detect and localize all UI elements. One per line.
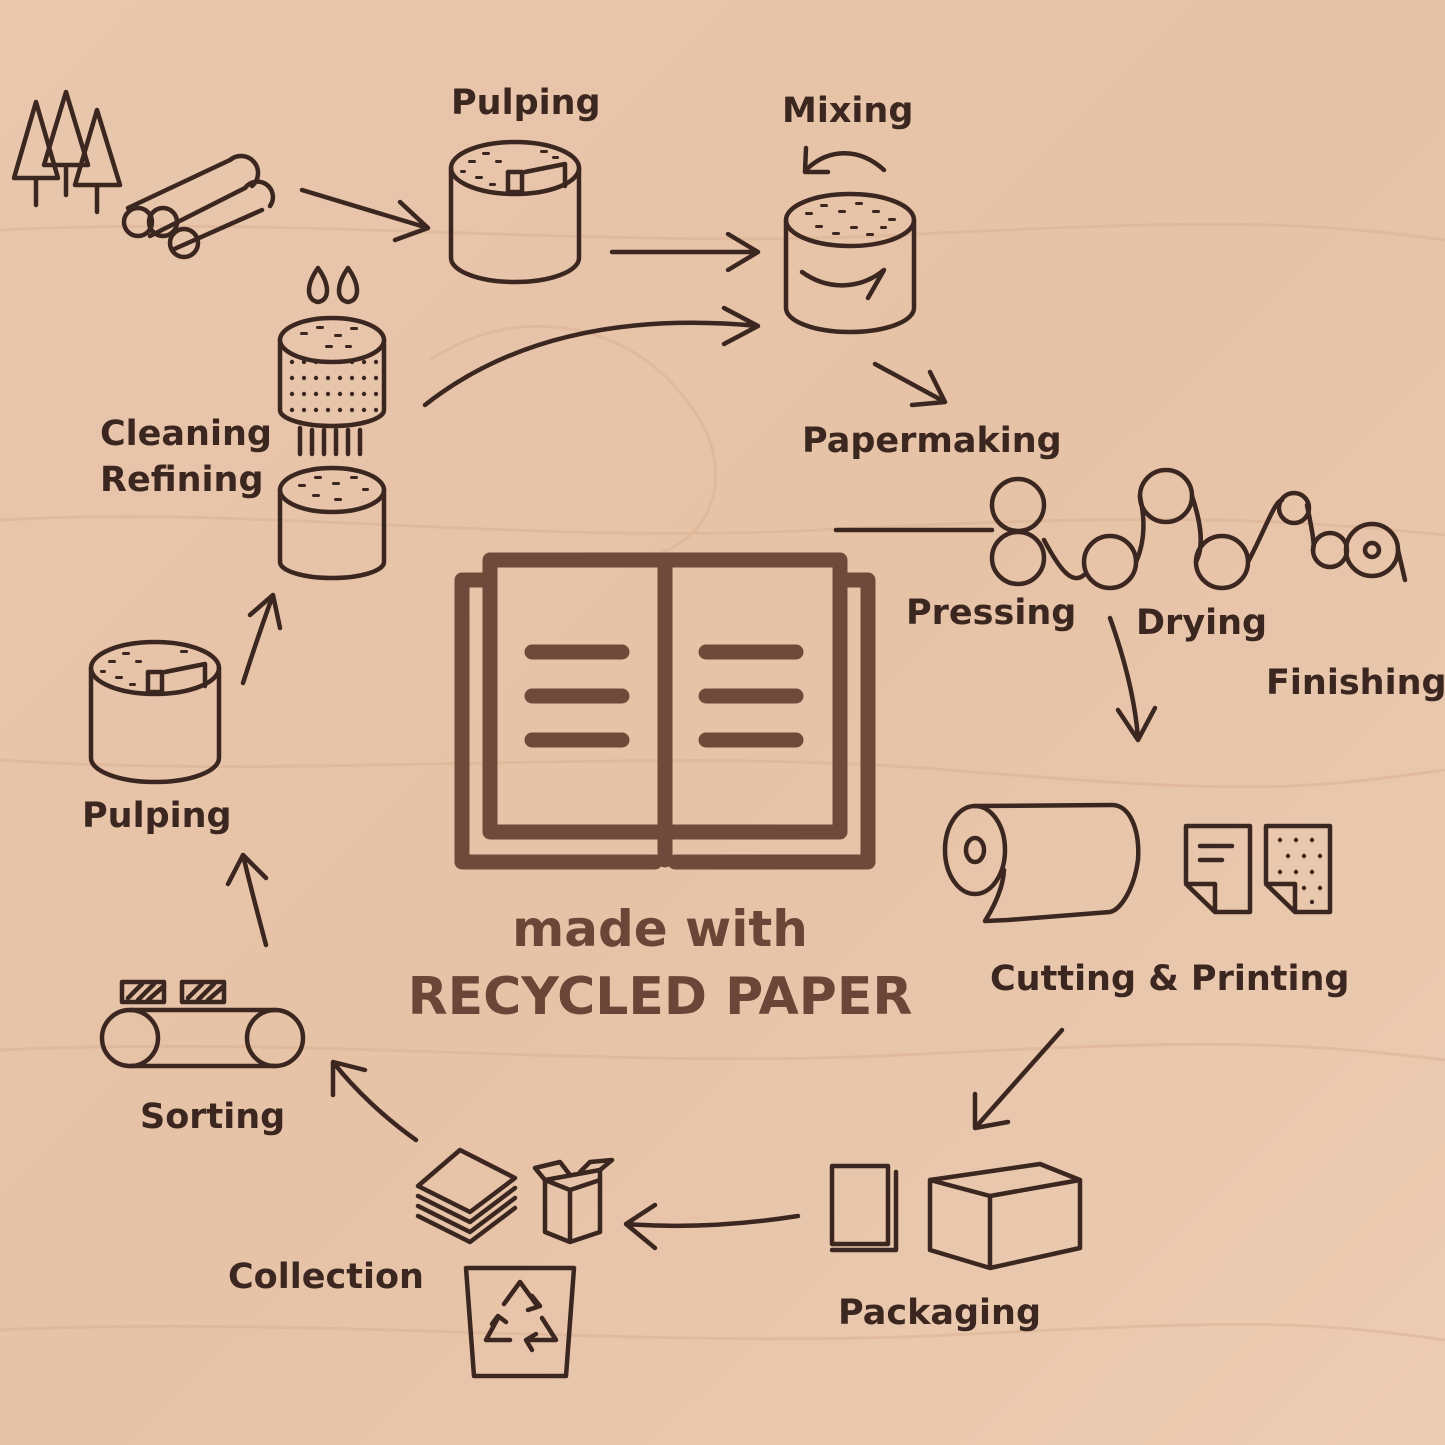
mixing-rotate-arrow xyxy=(802,145,887,175)
arrow-pulping-to-refining xyxy=(240,592,283,686)
trees-icon xyxy=(11,89,123,215)
mixing-vat-icon xyxy=(783,191,917,335)
label-pulping-left: Pulping xyxy=(82,796,232,836)
paper-stack-icon xyxy=(829,1163,899,1253)
open-box-icon xyxy=(532,1157,615,1245)
refining-vat-icon xyxy=(277,465,387,581)
paper-pile-icon xyxy=(415,1147,518,1245)
press-rollers-icon xyxy=(833,467,1408,591)
cleaning-vat-icon xyxy=(277,265,387,457)
label-refining: Refining xyxy=(100,460,264,500)
label-finishing: Finishing xyxy=(1266,663,1445,703)
tagline-line2: RECYCLED PAPER xyxy=(407,967,913,1027)
arrow-mixing-to-papermaking xyxy=(872,361,948,408)
label-pulping-top: Pulping xyxy=(451,83,601,123)
arrow-pulping-to-mixing xyxy=(609,231,761,273)
pulp-vat-left-icon xyxy=(88,639,222,785)
sheets-icon xyxy=(1183,823,1333,915)
arrow-packaging-to-collection xyxy=(623,1202,801,1251)
label-cleaning: Cleaning xyxy=(100,414,272,454)
arrow-sorting-to-pulping xyxy=(225,852,269,948)
logs-icon xyxy=(121,153,276,260)
pulp-vat-icon xyxy=(448,139,582,285)
flow-arrows xyxy=(225,145,1158,1251)
conveyor-icon xyxy=(99,979,306,1069)
box-icon xyxy=(927,1161,1083,1271)
label-cutting-printing: Cutting & Printing xyxy=(990,959,1350,999)
arrow-cutting-to-packaging xyxy=(972,1027,1065,1131)
label-collection: Collection xyxy=(228,1257,424,1297)
label-packaging: Packaging xyxy=(838,1293,1041,1333)
recycle-bin-icon xyxy=(463,1265,577,1379)
arrow-collection-to-sorting xyxy=(330,1059,419,1143)
label-pressing: Pressing xyxy=(906,593,1077,633)
arrow-drying-to-cutting xyxy=(1107,615,1158,743)
label-sorting: Sorting xyxy=(140,1097,286,1137)
open-book-icon xyxy=(454,552,876,870)
label-drying: Drying xyxy=(1136,603,1268,643)
arrow-cleaning-to-mixing xyxy=(422,305,761,408)
label-mixing: Mixing xyxy=(782,91,914,131)
arrow-logs-to-pulping xyxy=(299,187,431,243)
label-papermaking: Papermaking xyxy=(802,421,1062,461)
tagline-line1: made with xyxy=(512,900,808,958)
paper-roll-icon xyxy=(942,802,1141,924)
